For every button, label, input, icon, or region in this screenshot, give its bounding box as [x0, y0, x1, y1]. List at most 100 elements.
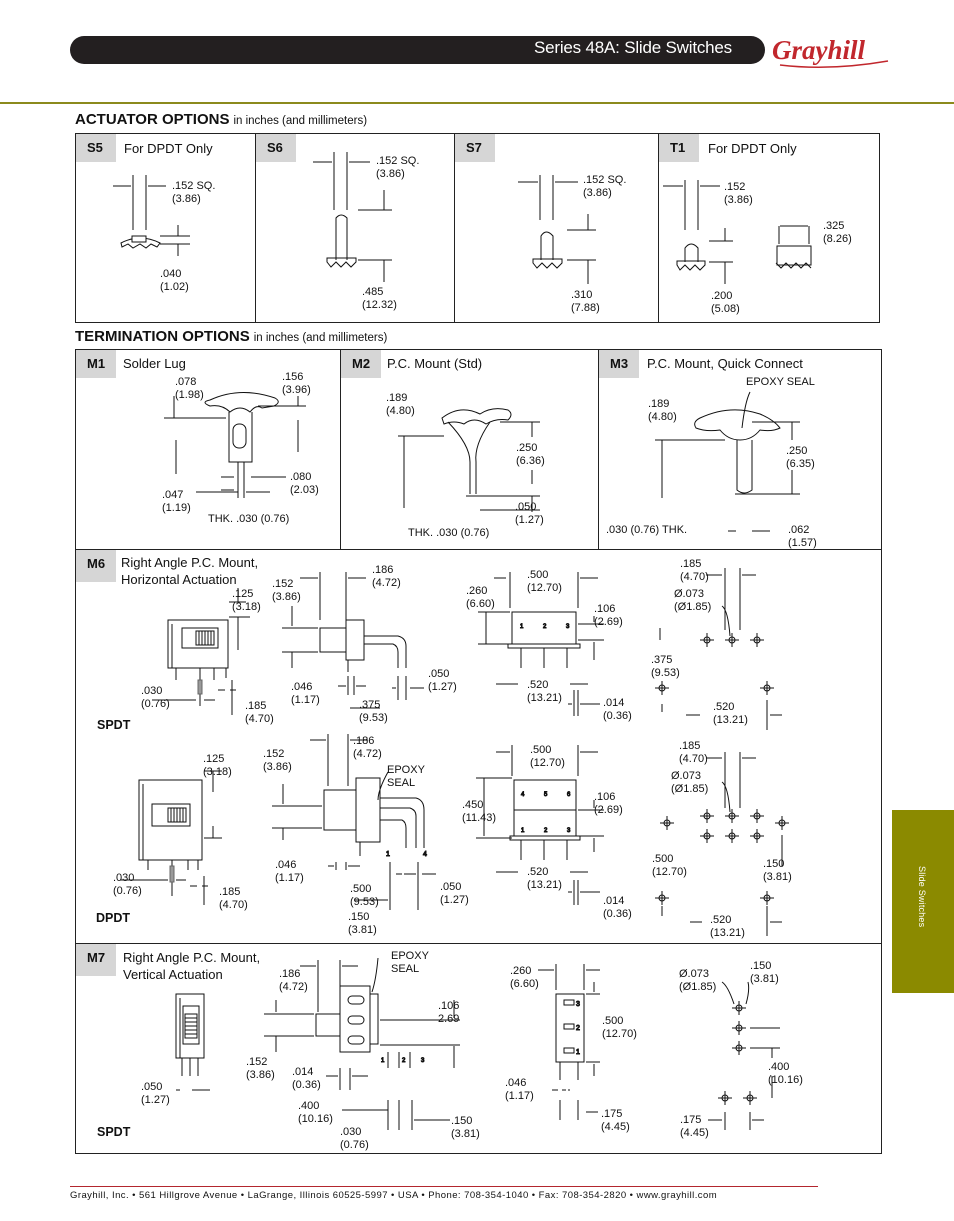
- m7-c16: .400 (10.16): [768, 1061, 803, 1086]
- m2-dim-4: THK. .030 (0.76): [408, 527, 490, 539]
- m7-c14: .046 (1.17): [505, 1077, 534, 1102]
- t1-dim-height: .200 (5.08): [711, 290, 740, 315]
- svg-text:3: 3: [567, 828, 571, 834]
- svg-text:Grayhill: Grayhill: [772, 35, 866, 65]
- m6-a10: .030 (0.76): [141, 685, 170, 710]
- m6-b18: .520 (13.21): [527, 866, 562, 891]
- m6-b14: .185 (4.70): [219, 886, 248, 911]
- grayhill-logo: Grayhill: [772, 35, 889, 69]
- m7-c11: .400 (10.16): [298, 1100, 333, 1125]
- m6-a2: .152 (3.86): [272, 578, 301, 603]
- m6-a4: .260 (6.60): [466, 585, 495, 610]
- t1-desc: For DPDT Only: [708, 141, 797, 156]
- m6-b15: .050 (1.27): [440, 881, 469, 906]
- m3-dim-4: .062 (1.57): [788, 524, 817, 549]
- svg-text:2: 2: [402, 1058, 406, 1064]
- m6-a16: .014 (0.36): [603, 697, 632, 722]
- section-tab[interactable]: [892, 810, 954, 993]
- t1-dim-length: .325 (8.26): [823, 220, 852, 245]
- m6-b20: .520 (13.21): [710, 914, 745, 939]
- page-title: Series 48A: Slide Switches: [534, 38, 732, 57]
- m6-a17: .520 (13.21): [713, 701, 748, 726]
- m6-a12: .185 (4.70): [245, 700, 274, 725]
- s6-dim-width: .152 SQ. (3.86): [376, 155, 420, 180]
- m6-b10: .046 (1.17): [275, 859, 304, 884]
- svg-text:1: 1: [521, 828, 525, 834]
- svg-text:2: 2: [543, 624, 547, 630]
- m6-a14: .520 (13.21): [527, 679, 562, 704]
- m1-dim-3: .080 (2.03): [290, 471, 319, 496]
- code-m3: M3: [599, 350, 639, 378]
- code-m7: M7: [76, 944, 116, 976]
- m6-b8: .450 (11.43): [462, 799, 497, 824]
- svg-text:1: 1: [386, 851, 390, 858]
- m6-b16: .500 (9.53): [350, 883, 379, 908]
- code-m2: M2: [341, 350, 381, 378]
- m7-c8: .152 (3.86): [246, 1056, 275, 1081]
- m2-dim-1: .189 (4.80): [386, 392, 415, 417]
- code-m1: M1: [76, 350, 116, 378]
- m1-dim-1: .078 (1.98): [175, 376, 204, 401]
- code-s5: S5: [76, 134, 116, 162]
- svg-text:3: 3: [566, 624, 570, 630]
- svg-text:4: 4: [423, 851, 427, 858]
- m3-dim-1: .189 (4.80): [648, 398, 677, 423]
- m7-c5: .500 (12.70): [602, 1015, 637, 1040]
- m6-b17: .150 (3.81): [348, 911, 377, 936]
- s5-desc: For DPDT Only: [124, 141, 213, 156]
- s7-dim-width: .152 SQ. (3.86): [583, 174, 627, 199]
- m6-b4: EPOXY SEAL: [387, 764, 425, 789]
- m6-spdt-label: SPDT: [97, 718, 131, 732]
- m6-b5: .500 (12.70): [530, 744, 565, 769]
- m1-dim-2: .156 (3.96): [282, 371, 311, 396]
- m3-desc: P.C. Mount, Quick Connect: [647, 356, 803, 371]
- m6-b19: .014 (0.36): [603, 895, 632, 920]
- svg-text:1: 1: [381, 1058, 385, 1064]
- m6-b3: .186 (4.72): [353, 735, 382, 760]
- termination-options-table: [75, 349, 882, 1154]
- code-m6: M6: [76, 550, 116, 582]
- m7-c6: Ø.073 (Ø1.85): [679, 968, 717, 993]
- m7-c10: .050 (1.27): [141, 1081, 170, 1106]
- header-bar: [70, 36, 765, 64]
- m6-a6: .106 (2.69): [594, 603, 623, 628]
- m7-c4: .260 (6.60): [510, 965, 539, 990]
- m3-dim-3: .030 (0.76) THK.: [606, 524, 688, 536]
- m6-a7: .185 (4.70): [680, 558, 709, 583]
- m6-b11: .500 (12.70): [652, 853, 687, 878]
- code-s6: S6: [256, 134, 296, 162]
- s5-dim-height: .040 (1.02): [160, 268, 189, 293]
- m6-b12: .150 (3.81): [763, 858, 792, 883]
- m2-desc: P.C. Mount (Std): [387, 356, 483, 371]
- m7-c7: .150 (3.81): [750, 960, 779, 985]
- svg-text:1: 1: [576, 1049, 580, 1056]
- section-tab-label: Slide Switches: [917, 866, 927, 928]
- m7-c13: .150 (3.81): [451, 1115, 480, 1140]
- m7-c17: .175 (4.45): [680, 1114, 709, 1139]
- m6-b1: .125 (3.18): [203, 753, 232, 778]
- m6-a9: .050 (1.27): [428, 668, 457, 693]
- t1-dim-width: .152 (3.86): [724, 181, 753, 206]
- m6-b6: .185 (4.70): [679, 740, 708, 765]
- actuator-options-table: [75, 133, 880, 323]
- m1-desc: Solder Lug: [123, 356, 186, 371]
- m7-spdt-label: SPDT: [97, 1125, 131, 1139]
- svg-text:5: 5: [544, 792, 548, 798]
- m6-b7: Ø.073 (Ø1.85): [671, 770, 709, 795]
- m7-c9: .014 (0.36): [292, 1066, 321, 1091]
- m6-a15: .375 (9.53): [651, 654, 680, 679]
- code-t1: T1: [659, 134, 699, 162]
- m6-a3: .186 (4.72): [372, 564, 401, 589]
- m1-dim-5: THK. .030 (0.76): [208, 513, 290, 525]
- footer-rule: [70, 1186, 818, 1187]
- m6-a11: .046 (1.17): [291, 681, 320, 706]
- svg-text:4: 4: [521, 792, 525, 798]
- s7-dim-height: .310 (7.88): [571, 289, 600, 314]
- m7-c12: .030 (0.76): [340, 1126, 369, 1151]
